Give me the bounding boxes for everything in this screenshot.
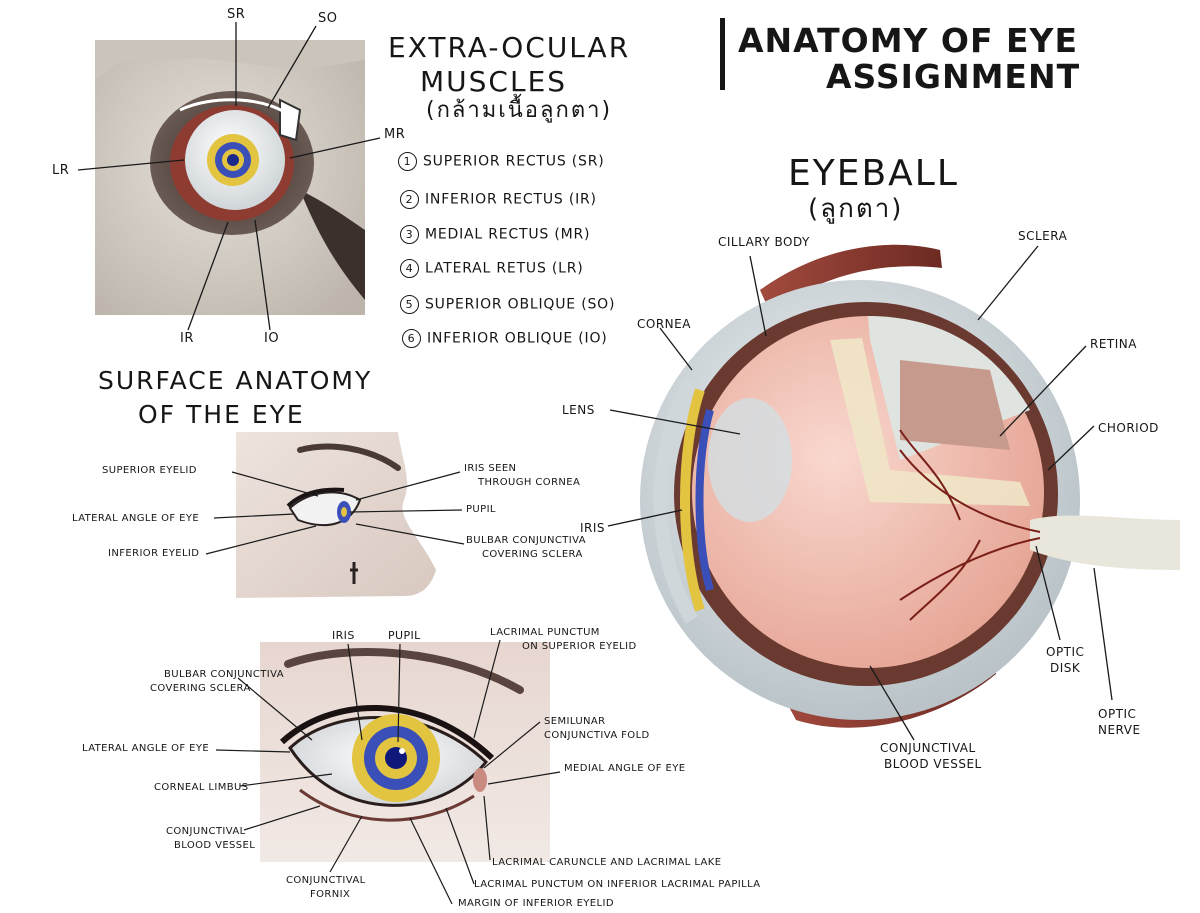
list-item: 1 SUPERIOR RECTUS (SR) [398,152,605,171]
label-iris-eyeball: IRIS [580,521,606,535]
label-optic-disk-1: OPTIC [1046,645,1085,659]
page-title-line-2: ASSIGNMENT [826,57,1081,96]
label-corneal-limbus: CORNEAL LIMBUS [154,782,249,793]
label-semilunar-1: SEMILUNAR [544,716,606,727]
eyeball-cross-section [607,244,1180,741]
title-bar-mark [720,18,725,90]
label-optic-disk-2: DISK [1050,661,1081,675]
label-pupil-side: PUPIL [466,504,496,515]
list-text: SUPERIOR OBLIQUE (SO) [425,296,616,313]
surface-heading-1: SURFACE ANATOMY [98,366,373,395]
extraocular-heading-thai: (กล้ามเนื้อลูกตา) [426,98,613,123]
label-bulbar-side-1: BULBAR CONJUNCTIVA [466,535,586,546]
label-conj-fornix-1: CONJUNCTIVAL [286,875,366,886]
label-ir: IR [180,331,194,346]
label-ciliary-body: CILLARY BODY [718,235,810,249]
label-margin-inf: MARGIN OF INFERIOR EYELID [458,898,614,909]
list-item: 6 INFERIOR OBLIQUE (IO) [402,329,608,348]
eyeball-heading-thai: (ลูกตา) [808,194,904,224]
label-lacrimal-punctum-sup-1: LACRIMAL PUNCTUM [490,627,600,638]
label-so: SO [318,11,338,26]
label-inferior-eyelid: INFERIOR EYELID [108,548,200,559]
label-lr: LR [52,163,70,178]
label-cornea: CORNEA [637,317,691,331]
label-sr: SR [227,7,246,22]
extraocular-heading-1: EXTRA-OCULAR [388,31,631,64]
list-number: 6 [402,329,421,348]
label-optic-nerve-2: NERVE [1098,723,1141,737]
list-number: 1 [398,152,417,171]
list-number: 2 [400,190,419,209]
list-item: 4 LATERAL RETUS (LR) [400,259,584,278]
label-conj-fornix-2: FORNIX [310,889,351,900]
label-bulbar-front-2: COVERING SCLERA [150,683,251,694]
list-number: 5 [400,295,419,314]
label-conj-vessel-front-2: BLOOD VESSEL [174,840,256,851]
list-text: INFERIOR RECTUS (IR) [425,191,597,208]
label-bulbar-side-2: COVERING SCLERA [482,549,583,560]
list-item: 5 SUPERIOR OBLIQUE (SO) [400,295,615,314]
list-text: LATERAL RETUS (LR) [425,260,584,277]
label-iris-seen-2: THROUGH CORNEA [478,477,581,488]
label-conj-vessel-front-1: CONJUNCTIVAL [166,826,246,837]
list-number: 4 [400,259,419,278]
label-semilunar-2: CONJUNCTIVA FOLD [544,730,650,741]
label-medial-angle: MEDIAL ANGLE OF EYE [564,763,686,774]
label-mr: MR [384,127,406,142]
side-eye-illustration [205,432,465,598]
page-title-line-1: ANATOMY OF EYE [738,21,1078,60]
eyeball-heading: EYEBALL [788,153,959,194]
label-lens: LENS [562,403,595,417]
list-text: INFERIOR OBLIQUE (IO) [427,330,608,347]
front-eye-illustration [215,639,561,905]
label-lateral-angle-side: LATERAL ANGLE OF EYE [72,513,200,524]
label-conj-vessel-eyeball-2: BLOOD VESSEL [884,757,982,771]
label-superior-eyelid: SUPERIOR EYELID [102,465,197,476]
extraocular-heading-2: MUSCLES [420,65,568,98]
list-text: SUPERIOR RECTUS (SR) [423,153,605,170]
list-text: MEDIAL RECTUS (MR) [425,226,591,243]
list-item: 3 MEDIAL RECTUS (MR) [400,225,590,244]
label-caruncle: LACRIMAL CARUNCLE AND LACRIMAL LAKE [492,857,722,868]
label-iris-seen-1: IRIS SEEN [464,463,517,474]
label-conj-vessel-eyeball-1: CONJUNCTIVAL [880,741,976,755]
list-number: 3 [400,225,419,244]
label-pupil-front: PUPIL [388,629,421,642]
label-lacrimal-punctum-sup-2: ON SUPERIOR EYELID [522,641,637,652]
label-choroid: CHORIOD [1098,421,1159,435]
label-retina: RETINA [1090,337,1137,351]
label-punctum-inf: LACRIMAL PUNCTUM ON INFERIOR LACRIMAL PA… [474,879,761,890]
label-iris-front: IRIS [332,629,355,642]
label-optic-nerve-1: OPTIC [1098,707,1137,721]
label-sclera: SCLERA [1018,229,1068,243]
label-lateral-angle-front: LATERAL ANGLE OF EYE [82,743,210,754]
surface-heading-2: OF THE EYE [138,400,305,429]
label-io: IO [264,331,280,346]
label-bulbar-front-1: BULBAR CONJUNCTIVA [164,669,284,680]
eye-muscle-illustration [77,22,381,331]
list-item: 2 INFERIOR RECTUS (IR) [400,190,597,209]
